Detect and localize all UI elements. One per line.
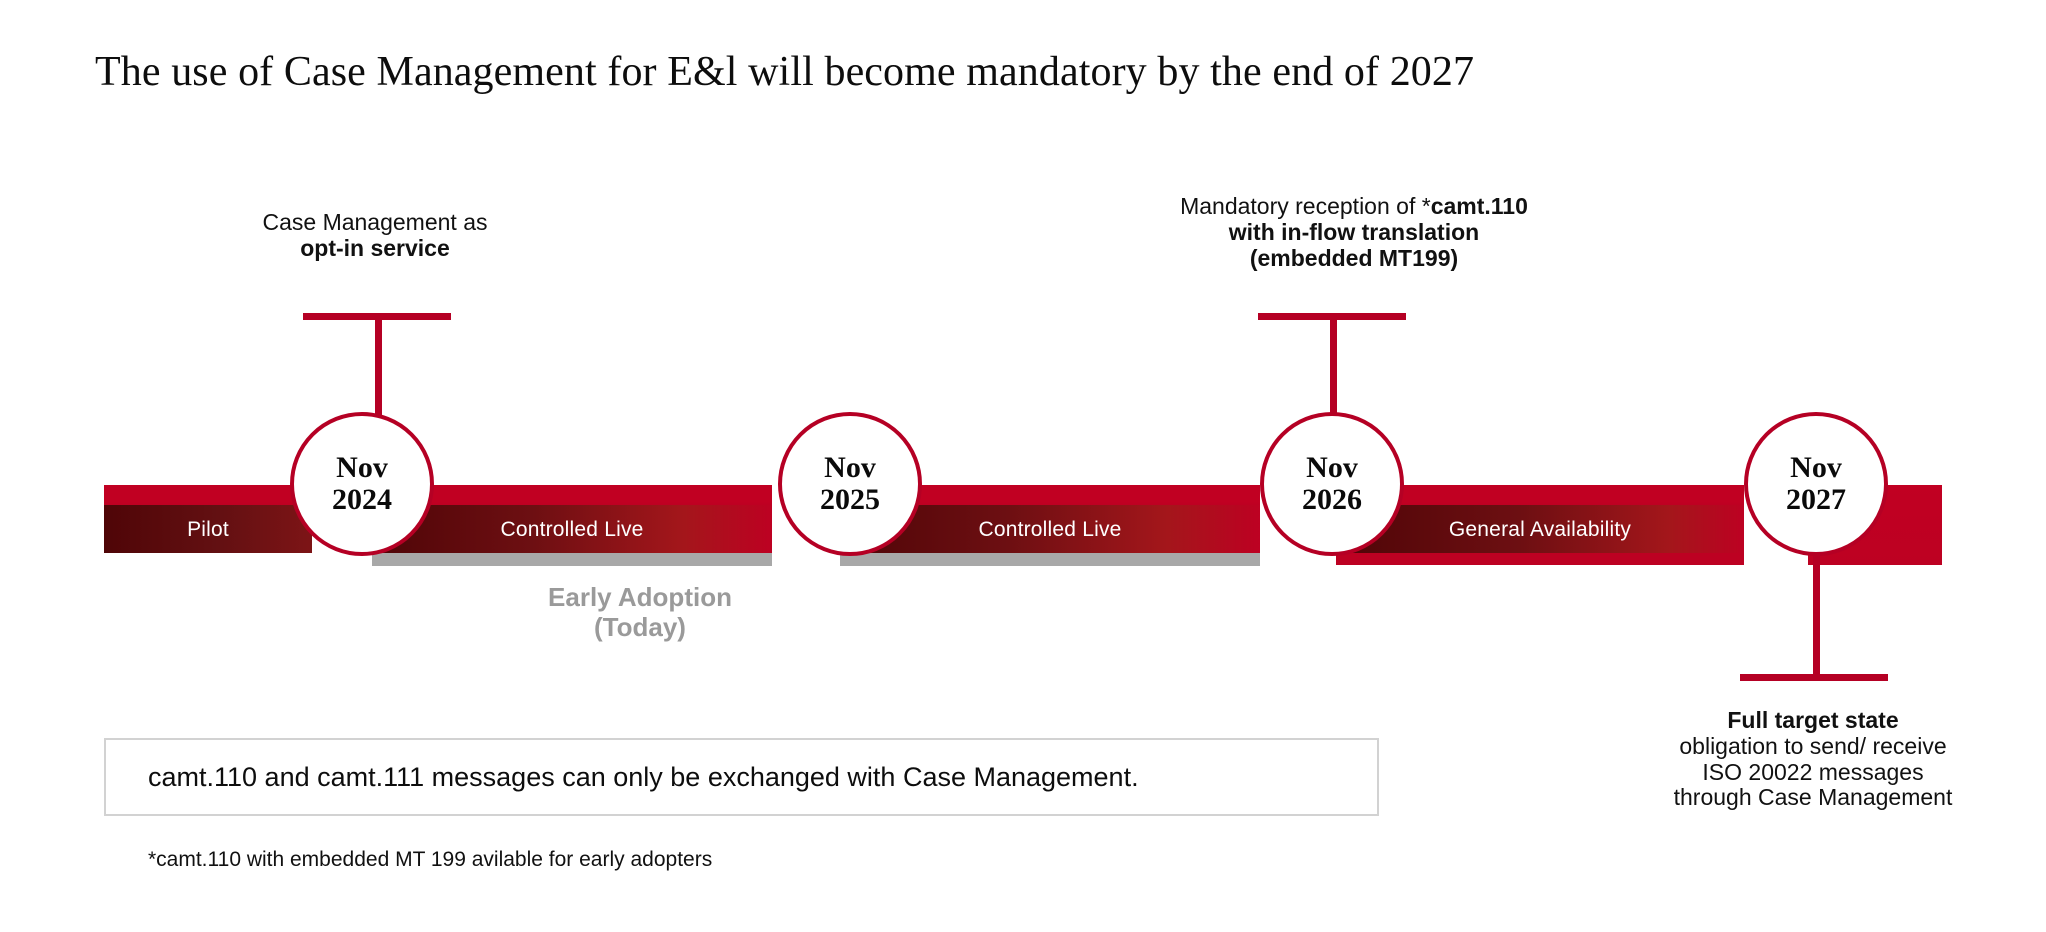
milestone-year: 2024 — [332, 483, 392, 516]
connector-stem-full-target — [1813, 554, 1820, 680]
annotation-line-plain: Mandatory reception of * — [1180, 193, 1431, 219]
annotation-line-bold: opt-in service — [300, 234, 450, 261]
annotation-line: ISO 20022 messages — [1702, 758, 1924, 785]
callout-box: camt.110 and camt.111 messages can only … — [104, 738, 1379, 816]
bar-band-controlled-live-1 — [372, 505, 772, 553]
segment-label-controlled-live-2: Controlled Live — [978, 518, 1122, 541]
annotation-line-bold: camt.110 — [1430, 193, 1528, 219]
milestone-nov-2024[interactable]: Nov 2024 — [290, 412, 434, 556]
bar-shadow-controlled-live-2 — [840, 553, 1260, 566]
milestone-month: Nov — [1790, 450, 1842, 484]
milestone-nov-2026[interactable]: Nov 2026 — [1260, 412, 1404, 556]
page-title: The use of Case Management for E&l will … — [95, 49, 1475, 95]
milestone-nov-2025[interactable]: Nov 2025 — [778, 412, 922, 556]
annotation-line-bold: (embedded MT199) — [1249, 244, 1459, 271]
early-adoption-line: Early Adoption — [548, 582, 732, 612]
connector-stem-opt-in — [375, 313, 382, 415]
callout-text: camt.110 and camt.111 messages can only … — [148, 761, 1139, 792]
annotation-mandatory-reception: Mandatory reception of *camt.110 with in… — [1133, 193, 1575, 271]
milestone-month: Nov — [1306, 450, 1358, 484]
bar-shadow-controlled-live-1 — [372, 553, 772, 566]
annotation-line: Mandatory reception of *camt.110 — [1133, 193, 1575, 220]
annotation-line: Case Management as — [262, 209, 488, 235]
bar-band-pilot — [104, 505, 312, 553]
annotation-opt-in-service: Case Management as opt-in service — [235, 209, 515, 262]
bar-band-general-availability — [1336, 505, 1744, 553]
segment-label-pilot: Pilot — [187, 518, 229, 541]
milestone-month: Nov — [336, 450, 388, 484]
milestone-year: 2027 — [1786, 483, 1846, 516]
annotation-line-bold: Full target state — [1727, 707, 1899, 733]
annotation-line: obligation to send/ receive — [1679, 732, 1947, 759]
segment-label-general-availability: General Availability — [1448, 518, 1632, 541]
annotation-line-bold: with in-flow translation — [1228, 218, 1480, 245]
connector-stem-mandatory — [1330, 313, 1337, 415]
bar-bottom-strip-general-availability — [1336, 553, 1744, 565]
annotation-full-target-state: Full target state obligation to send/ re… — [1608, 707, 2018, 811]
milestone-year: 2026 — [1302, 483, 1362, 516]
milestone-nov-2027[interactable]: Nov 2027 — [1744, 412, 1888, 556]
segment-label-controlled-live-1: Controlled Live — [500, 518, 644, 541]
footnote-text: *camt.110 with embedded MT 199 avilable … — [148, 848, 713, 871]
annotation-line: through Case Management — [1673, 784, 1953, 811]
connector-cap-full-target — [1740, 674, 1888, 681]
milestone-month: Nov — [824, 450, 876, 484]
early-adoption-label: Early Adoption (Today) — [480, 582, 800, 643]
milestone-year: 2025 — [820, 483, 880, 516]
early-adoption-line: (Today) — [594, 611, 686, 642]
